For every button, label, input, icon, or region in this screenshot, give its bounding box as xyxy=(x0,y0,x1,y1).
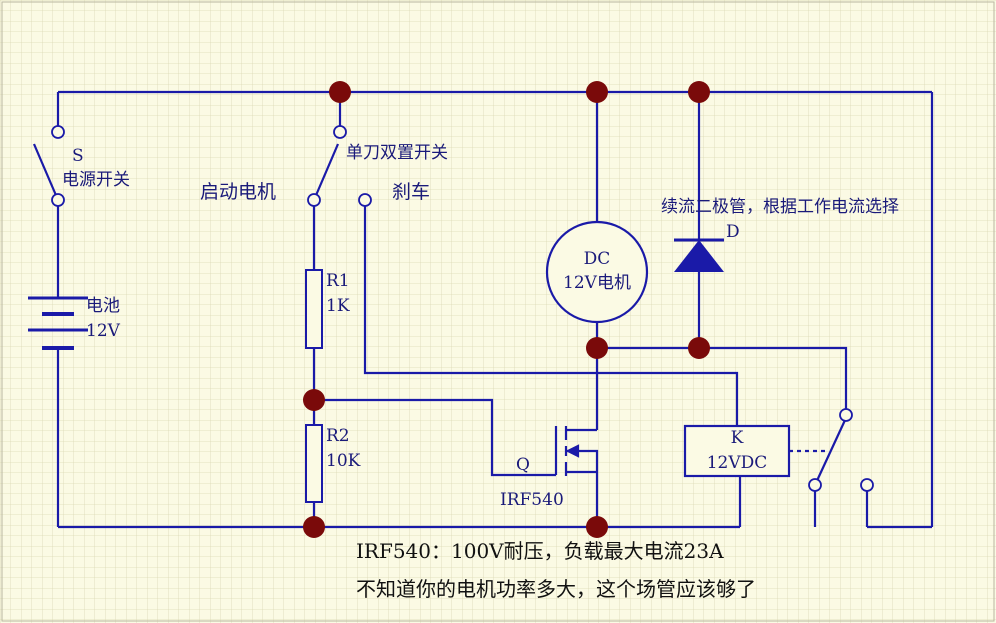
dc-motor: DC 12V电机 xyxy=(545,220,649,324)
junction-dot xyxy=(586,337,608,359)
junctions xyxy=(303,81,710,538)
r2-value: 10K xyxy=(326,451,361,471)
spdt-common-contact xyxy=(333,125,347,139)
relay-blade xyxy=(814,417,847,486)
note-line-1: IRF540：100V耐压，负载最大电流23A xyxy=(356,539,724,563)
junction-dot xyxy=(688,337,710,359)
relay-nc-contact xyxy=(860,478,874,492)
mosfet-model: IRF540 xyxy=(500,490,564,510)
junction-dot xyxy=(688,81,710,103)
power-switch-s: S 电源开关 xyxy=(32,125,130,207)
r1-value: 1K xyxy=(326,296,350,316)
relay-k: K 12VDC xyxy=(683,408,874,492)
r2-name: R2 xyxy=(326,426,350,446)
relay-coil xyxy=(683,424,791,478)
motor-name: DC xyxy=(584,249,611,269)
s-contact-top xyxy=(51,125,65,139)
r1-body xyxy=(305,269,323,349)
junction-dot xyxy=(303,389,325,411)
junction-dot xyxy=(329,81,351,103)
relay-value: 12VDC xyxy=(707,453,768,473)
s-name: S xyxy=(72,146,84,166)
diode-note: 续流二极管，根据工作电流选择 xyxy=(661,197,899,217)
resistor-r1: R1 1K xyxy=(305,269,350,349)
s-desc: 电源开关 xyxy=(62,170,130,190)
s-blade xyxy=(32,143,60,201)
spdt-start-contact xyxy=(307,193,321,207)
relay-common-wire xyxy=(597,346,848,412)
flyback-diode: 续流二极管，根据工作电流选择 D xyxy=(661,197,899,272)
battery: 电池 12V xyxy=(28,296,121,350)
mosfet-name: Q xyxy=(516,455,530,475)
s-contact-bottom xyxy=(51,193,65,207)
spdt-start-label: 启动电机 xyxy=(200,181,276,203)
spdt-blade xyxy=(312,143,340,201)
spdt-brake-label: 刹车 xyxy=(392,181,430,203)
spdt-name: 单刀双置开关 xyxy=(346,143,448,163)
junction-dot xyxy=(586,516,608,538)
motor-circle xyxy=(545,220,649,324)
spdt-brake-contact xyxy=(358,193,372,207)
motor-desc: 12V电机 xyxy=(563,273,631,293)
junction-dot xyxy=(303,516,325,538)
relay-common-contact xyxy=(839,408,853,422)
r1-name: R1 xyxy=(326,271,350,291)
diode-triangle xyxy=(674,240,724,272)
brake-wire xyxy=(363,200,739,426)
mosfet-arrow xyxy=(565,444,580,458)
note-line-2: 不知道你的电机功率多大，这个场管应该够了 xyxy=(356,577,756,601)
gate-wire xyxy=(314,398,556,477)
relay-no-contact xyxy=(808,478,822,492)
r2-body xyxy=(305,424,323,503)
battery-value: 12V xyxy=(86,321,121,341)
junction-dot xyxy=(586,81,608,103)
mosfet-q xyxy=(554,426,599,476)
relay-name: K xyxy=(731,428,744,448)
battery-name: 电池 xyxy=(86,296,120,316)
spdt-switch: 单刀双置开关 启动电机 刹车 xyxy=(200,125,448,207)
diode-name: D xyxy=(726,222,740,242)
resistor-r2: R2 10K xyxy=(305,424,361,503)
